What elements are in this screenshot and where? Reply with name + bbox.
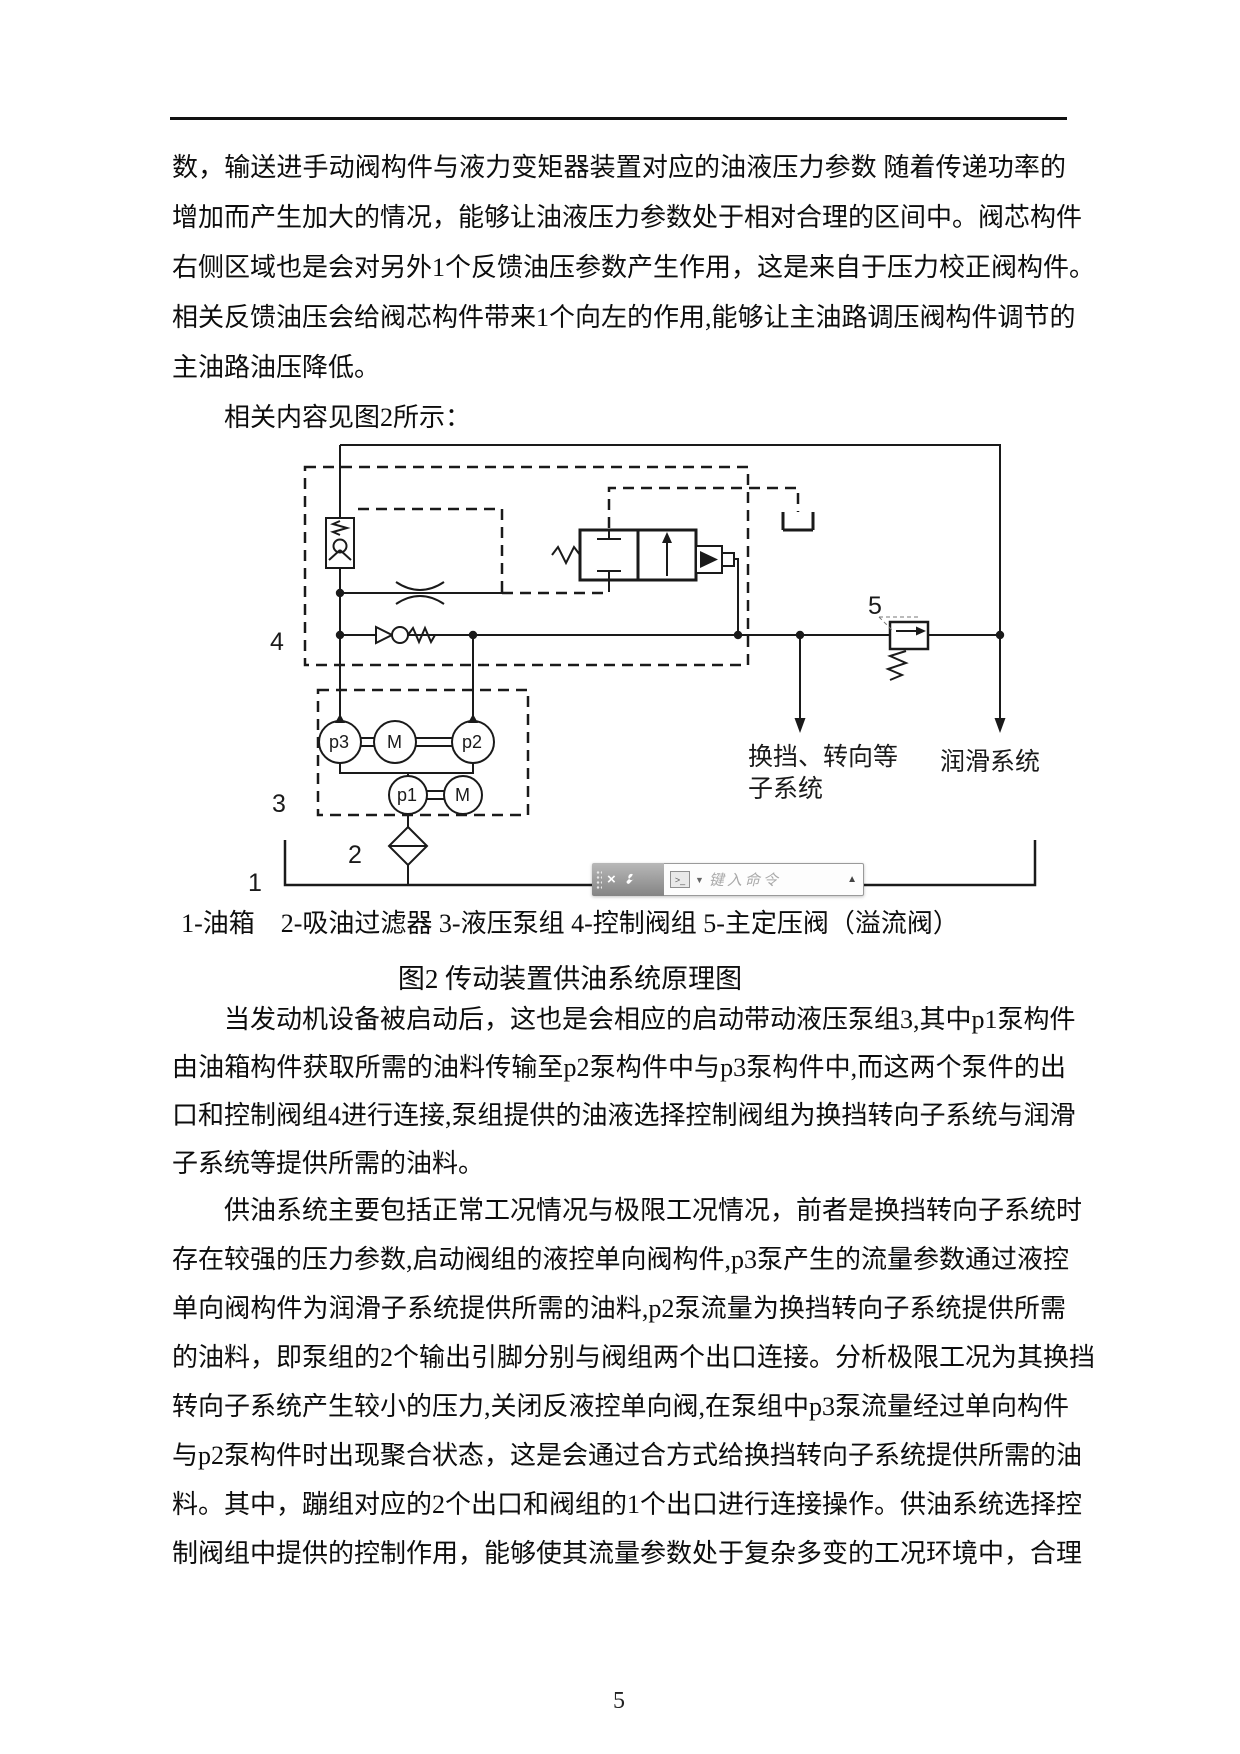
text-line: 子系统等提供所需的油料。	[172, 1149, 485, 1178]
text-line: 与p2泵构件时出现聚合状态，这是会通过合方式给换挡转向子系统提供所需的油	[172, 1441, 1083, 1470]
figure-title: 图2 传动装置供油系统原理图	[397, 964, 743, 994]
text-line: 单向阀构件为润滑子系统提供所需的油料,p2泵流量为换挡转向子系统提供所需	[172, 1294, 1066, 1323]
text-line: 由油箱构件获取所需的油料传输至p2泵构件中与p3泵构件中,而这两个泵件的出	[172, 1053, 1066, 1082]
text-line: 右侧区域也是会对另外1个反馈油压参数产生作用，这是来自于压力校正阀构件。	[172, 253, 1096, 282]
label-shift-subsystem-2: 子系统	[748, 775, 823, 803]
close-icon[interactable]: ×	[607, 871, 616, 888]
main-circuit-lines	[339, 444, 1001, 721]
shift-branch-arrow	[794, 635, 806, 733]
command-prompt-icon[interactable]: >_	[670, 871, 690, 888]
text-line: 口和控制阀组4进行连接,泵组提供的油液选择控制阀组为换挡转向子系统与润滑	[172, 1101, 1076, 1130]
paragraph-4: 供油系统主要包括正常工况情况与极限工况情况，前者是换挡转向子系统时 存在较强的压…	[172, 1186, 1096, 1578]
floating-command-toolbar[interactable]: × >_ ▼ 键入命令 ▲	[592, 863, 864, 896]
valve-spring	[551, 545, 581, 566]
toolbar-grip-zone[interactable]: ×	[592, 863, 664, 896]
pump-group	[318, 635, 495, 827]
label-shift-subsystem-1: 换挡、转向等	[748, 743, 898, 771]
text-line: 主油路油压降低。	[172, 353, 381, 382]
junction-dot	[335, 630, 345, 640]
pilot-line-dashed	[358, 507, 504, 593]
label-relief-valve: 5	[868, 592, 882, 620]
filter-symbol	[387, 825, 429, 885]
wrench-icon[interactable]	[621, 872, 636, 887]
drain-symbol	[781, 512, 815, 532]
relief-valve	[878, 616, 930, 681]
hydraulic-schematic-figure: 4 5 3 2 1 p3 M p2 p1 M 换挡、转向等 子系统 润滑系统	[248, 444, 1040, 897]
command-input-field[interactable]: >_ ▼ 键入命令 ▲	[664, 863, 864, 896]
page-number: 5	[613, 1688, 625, 1714]
text-line: 相关反馈油压会给阀芯构件带来1个向左的作用,能够让主油路调压阀构件调节的	[172, 303, 1076, 332]
command-placeholder: 键入命令	[708, 872, 781, 889]
label-pump-group: 3	[272, 790, 286, 818]
label-tank: 1	[248, 869, 262, 897]
text-line: 增加而产生加大的情况，能够让油液压力参数处于相对合理的区间中。阀芯构件	[172, 203, 1083, 232]
pump-group-box	[316, 688, 530, 817]
figure-caption: 1-油箱 2-吸油过滤器 3-液压泵组 4-控制阀组 5-主定压阀（溢流阀）	[181, 909, 959, 938]
chevron-down-icon[interactable]: ▼	[695, 874, 704, 885]
text-line: 相关内容见图2所示：	[224, 403, 472, 432]
paragraph-2: 相关内容见图2所示：	[172, 393, 1066, 443]
throttle-orifice	[335, 581, 502, 605]
text-line: 当发动机设备被启动后，这也是会相应的启动带动液压泵组3,其中p1泵构件	[224, 1005, 1076, 1034]
control-valve-group-box	[303, 465, 750, 667]
text-line: 制阀组中提供的控制作用，能够使其流量参数处于复杂多变的工况环境中，合理	[172, 1539, 1083, 1568]
label-motor2: M	[455, 785, 470, 805]
label-valve-group: 4	[270, 628, 284, 656]
lube-branch-arrow	[994, 635, 1006, 733]
label-pump-p1: p1	[397, 785, 417, 805]
drag-handle-icon[interactable]	[596, 869, 602, 890]
text-line: 存在较强的压力参数,启动阀组的液控单向阀构件,p3泵产生的流量参数通过液控	[172, 1245, 1070, 1274]
scroll-up-icon[interactable]: ▲	[847, 874, 857, 885]
text-line: 的油料，即泵组的2个输出引脚分别与阀组两个出口连接。分析极限工况为其换挡	[172, 1343, 1096, 1372]
pilot-check-valve	[325, 517, 355, 569]
pilot-line-to-drain	[607, 486, 800, 528]
directional-valve	[551, 528, 698, 592]
paragraph-1: 数，输送进手动阀构件与液力变矩器装置对应的油液压力参数 随着传递功率的 增加而产…	[172, 143, 1096, 393]
text-line: 供油系统主要包括正常工况情况与极限工况情况，前者是换挡转向子系统时	[224, 1196, 1083, 1225]
text-line: 转向子系统产生较小的压力,关闭反液控单向阀,在泵组中p3泵流量经过单向构件	[172, 1392, 1070, 1421]
label-lube-system: 润滑系统	[940, 748, 1040, 776]
text-line: 数，输送进手动阀构件与液力变矩器装置对应的油液压力参数 随着传递功率的	[172, 153, 1066, 182]
header-rule	[170, 117, 1067, 120]
label-filter: 2	[348, 841, 362, 869]
check-valve-main	[375, 625, 436, 645]
pilot-actuator	[695, 545, 743, 640]
label-pump-p3: p3	[329, 732, 349, 752]
paragraph-3: 当发动机设备被启动后，这也是会相应的启动带动液压泵组3,其中p1泵构件 由油箱构…	[172, 996, 1076, 1188]
text-line: 料。其中，蹦组对应的2个出口和阀组的1个出口进行连接操作。供油系统选择控	[172, 1490, 1083, 1519]
label-motor: M	[387, 732, 402, 752]
label-pump-p2: p2	[462, 732, 482, 752]
